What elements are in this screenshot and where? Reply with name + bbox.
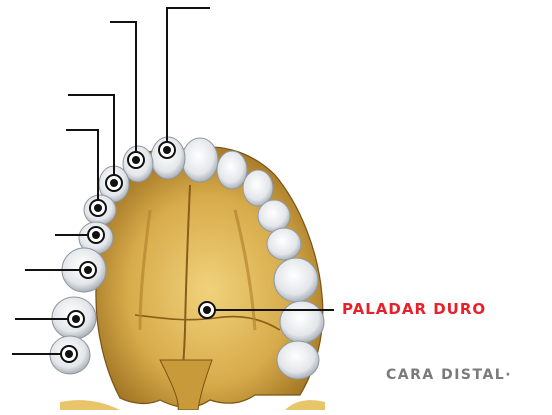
marker-3	[106, 175, 122, 191]
tooth-right-central-incisor	[182, 138, 218, 182]
bottom-bone-left	[60, 400, 120, 410]
bottom-bone-right	[285, 400, 325, 410]
marker-1	[159, 142, 175, 158]
marker-8	[61, 346, 77, 362]
hard-palate-label: PALADAR DURO	[342, 300, 486, 318]
tooth-right-premolar-2	[267, 228, 301, 260]
leader-line-1	[167, 8, 210, 150]
marker-9	[199, 302, 215, 318]
marker-2	[128, 152, 144, 168]
tooth-right-premolar-1	[258, 200, 290, 232]
tooth-right-molar-1	[274, 258, 318, 302]
marker-5	[88, 227, 104, 243]
marker-7	[68, 311, 84, 327]
marker-6	[80, 262, 96, 278]
marker-4	[90, 200, 106, 216]
tooth-right-molar-3	[277, 341, 319, 379]
tooth-right-molar-2	[280, 301, 324, 343]
distal-face-label: CARA DISTAL·	[386, 367, 512, 383]
tooth-right-lateral-incisor	[217, 151, 247, 189]
